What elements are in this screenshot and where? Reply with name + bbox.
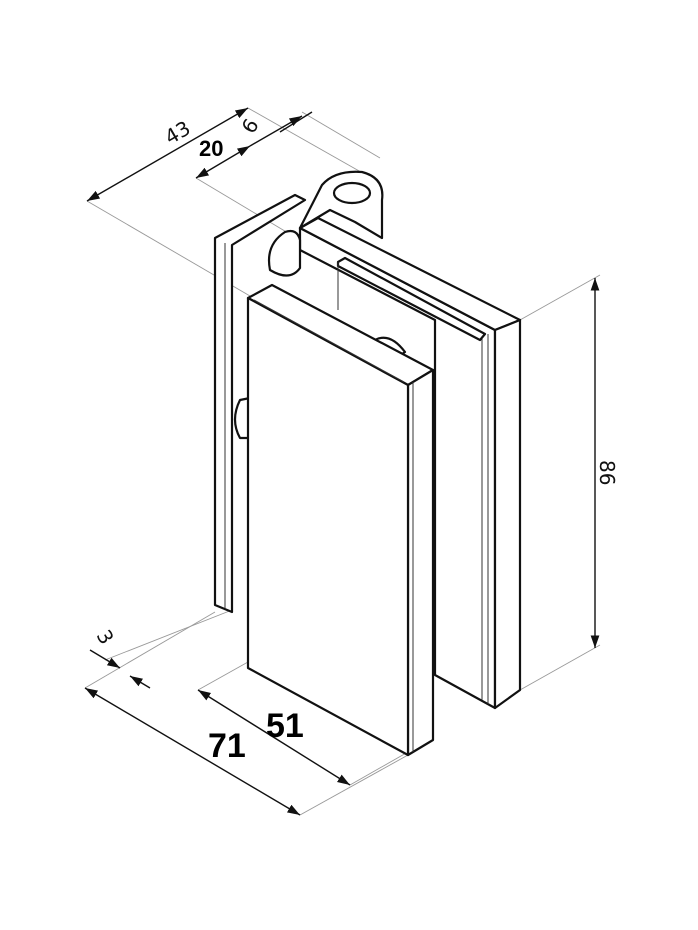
dim-71-arrow: [84, 687, 301, 816]
dim-20-arrow: [195, 145, 251, 179]
dimension-arrows: [84, 107, 600, 816]
dim-51-arrow: [197, 689, 351, 786]
dim-51-label: 51: [266, 707, 304, 745]
dim-3-arrow: [89, 649, 121, 669]
front-plate: [246, 283, 435, 757]
left-leaf: [213, 193, 307, 614]
dim-6-arrow: [249, 115, 303, 147]
dim-71-label: 71: [208, 727, 246, 765]
dim-20-label: 20: [199, 136, 223, 161]
knuckle: [267, 170, 407, 364]
dim-86-label: 86: [595, 460, 619, 485]
dim-43-arrow: [86, 107, 249, 202]
dim-6-label: 6: [237, 114, 264, 137]
dim-43-label: 43: [161, 116, 195, 150]
dim-3-label: 3: [92, 626, 119, 649]
